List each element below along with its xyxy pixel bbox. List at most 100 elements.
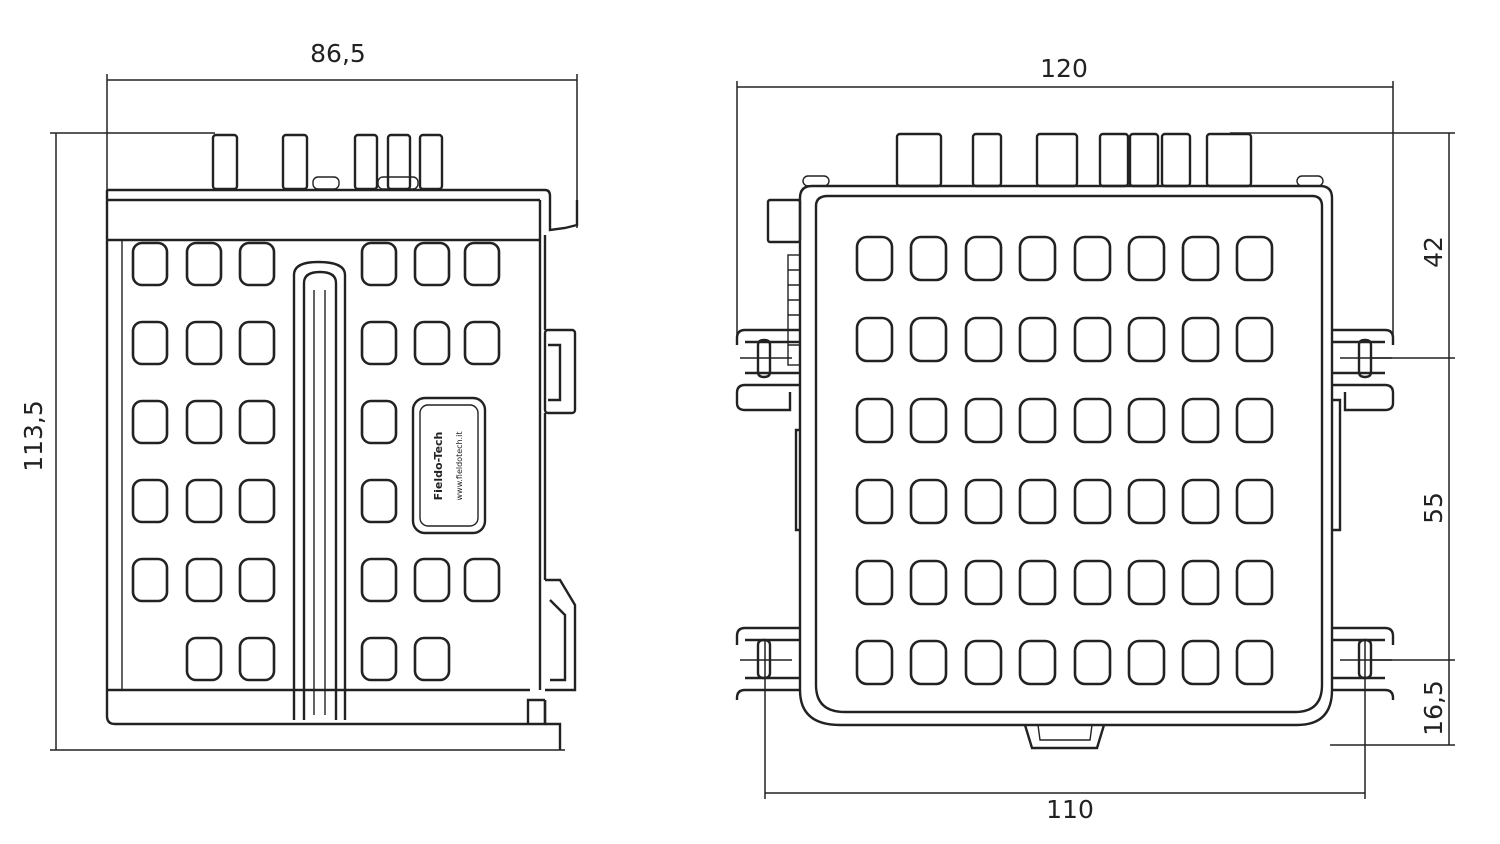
vent-slot [1127, 316, 1166, 363]
dim-label-front-bottom-offset: 16,5 [1419, 680, 1448, 736]
vent-slot [360, 399, 398, 445]
vent-slot [1235, 478, 1274, 525]
vent-slot [131, 320, 169, 366]
vent-slot [1181, 559, 1220, 606]
vent-slot [1018, 559, 1057, 606]
vent-slot [964, 316, 1003, 363]
vent-slot [1073, 478, 1112, 525]
vent-slot [413, 320, 451, 366]
vent-slot [964, 639, 1003, 686]
dim-label-side-height: 113,5 [19, 400, 48, 472]
vent-slot [909, 316, 948, 363]
vent-slot [185, 241, 223, 287]
vent-slot [131, 557, 169, 603]
vent-slot [1018, 478, 1057, 525]
vent-slot [855, 397, 894, 444]
side-handle [292, 260, 347, 720]
vent-slot [238, 399, 276, 445]
vent-slot [1018, 235, 1057, 282]
vent-slot [1127, 559, 1166, 606]
vent-slot [855, 478, 894, 525]
vent-slot [1235, 559, 1274, 606]
vent-slot [1127, 397, 1166, 444]
dim-label-front-hole-distance: 110 [1046, 795, 1094, 824]
vent-slot [909, 559, 948, 606]
vent-slot [909, 235, 948, 282]
vent-slot [1181, 316, 1220, 363]
vent-slot [1127, 478, 1166, 525]
vent-slot [855, 639, 894, 686]
dim-label-front-width: 120 [1040, 54, 1088, 83]
vent-slot [1181, 397, 1220, 444]
vent-slot [909, 639, 948, 686]
vent-slot [463, 557, 501, 603]
vent-slot [1018, 397, 1057, 444]
front-view: 120 42 55 16,5 110 [735, 54, 1455, 824]
vent-slot [413, 557, 451, 603]
dimension-front-width: 120 [736, 54, 1394, 335]
vent-slot [185, 320, 223, 366]
vent-slot [909, 478, 948, 525]
vent-slot [1073, 639, 1112, 686]
front-mounting-foot-top-left [735, 328, 800, 412]
vent-slot [360, 320, 398, 366]
vent-slot [855, 235, 894, 282]
dim-label-front-hole-spacing: 55 [1419, 492, 1448, 524]
vent-slot [855, 559, 894, 606]
vent-slot [1127, 639, 1166, 686]
side-vent-slots [131, 241, 501, 682]
vent-slot [360, 636, 398, 682]
vent-slot [964, 397, 1003, 444]
vent-slot [238, 636, 276, 682]
side-view: 86,5 113,5 [19, 39, 579, 751]
logo-brand: Fieldo-Tech [432, 432, 445, 501]
front-mounting-foot-bottom-right [1332, 626, 1395, 700]
vent-slot [238, 320, 276, 366]
vent-slot [131, 241, 169, 287]
vent-slot [360, 478, 398, 524]
vent-slot [1073, 397, 1112, 444]
side-housing [105, 188, 579, 750]
vent-slot [1181, 235, 1220, 282]
vent-slot [360, 557, 398, 603]
dimension-side-width: 86,5 [106, 39, 578, 228]
dim-label-front-top-offset: 42 [1419, 236, 1448, 268]
vent-slot [185, 478, 223, 524]
front-top-connectors [802, 132, 1324, 188]
dimension-front-right: 42 55 16,5 [1230, 132, 1455, 746]
front-vent-slots [855, 235, 1274, 686]
dim-label-side-width: 86,5 [310, 39, 366, 68]
dimension-side-height: 113,5 [19, 132, 565, 751]
vent-slot [238, 241, 276, 287]
vent-slot [1018, 316, 1057, 363]
vent-slot [185, 636, 223, 682]
vent-slot [1235, 397, 1274, 444]
vent-slot [413, 636, 451, 682]
vent-slot [1181, 639, 1220, 686]
vent-slot [1073, 316, 1112, 363]
front-mounting-foot-top-right [1332, 328, 1395, 412]
vent-slot [855, 316, 894, 363]
vent-slot [463, 241, 501, 287]
vent-slot [1073, 235, 1112, 282]
vent-slot [1235, 639, 1274, 686]
vent-slot [185, 557, 223, 603]
vent-slot [413, 241, 451, 287]
vent-slot [1073, 559, 1112, 606]
vent-slot [360, 241, 398, 287]
vent-slot [238, 478, 276, 524]
logo-url: www.fieldotech.it [455, 431, 464, 500]
vent-slot [463, 320, 501, 366]
vent-slot [1235, 316, 1274, 363]
vent-slot [909, 397, 948, 444]
vent-slot [131, 399, 169, 445]
vent-slot [185, 399, 223, 445]
vent-slot [964, 235, 1003, 282]
vent-slot [1181, 478, 1220, 525]
side-logo-label: Fieldo-Tech www.fieldotech.it [411, 396, 487, 535]
front-mounting-foot-bottom-left [735, 626, 800, 700]
vent-slot [1018, 639, 1057, 686]
vent-slot [131, 478, 169, 524]
vent-slot [1127, 235, 1166, 282]
vent-slot [964, 559, 1003, 606]
